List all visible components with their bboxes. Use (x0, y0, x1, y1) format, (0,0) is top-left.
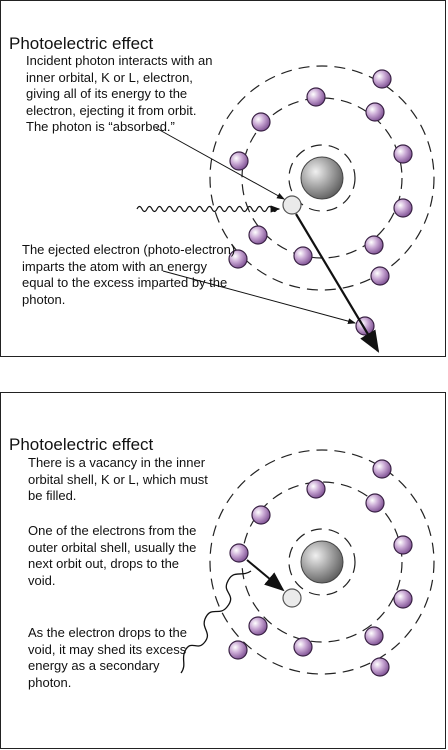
panel-top: Photoelectric effect Incident photon int… (0, 0, 446, 357)
incident-description: Incident photon interacts with an inner … (26, 53, 213, 134)
electron (248, 616, 268, 636)
electron (229, 151, 249, 171)
drop-arrow (246, 559, 285, 592)
electron (364, 235, 384, 255)
ejected-description: The ejected electron (photo-electron) im… (22, 242, 236, 307)
electron (370, 266, 390, 286)
vacancy-electron (282, 588, 302, 608)
electron (370, 657, 390, 677)
l-shell (241, 481, 403, 643)
inner-electron-target (282, 195, 302, 215)
panel-bottom: Photoelectric effect There is a vacancy … (0, 392, 446, 749)
k-shell (288, 144, 356, 212)
electron (365, 493, 385, 513)
electron (372, 459, 392, 479)
electron (251, 112, 271, 132)
leader-line-ejected (162, 270, 356, 325)
k-shell (288, 528, 356, 596)
electron (393, 144, 413, 164)
m-shell (209, 65, 435, 291)
incident-photon-wave (136, 205, 281, 213)
dropping-electron (229, 543, 249, 563)
nucleus (300, 156, 344, 200)
electron (248, 225, 268, 245)
electron (365, 102, 385, 122)
electron (393, 535, 413, 555)
photon-description: As the electron drops to the void, it ma… (28, 625, 187, 690)
electron (228, 249, 248, 269)
ejection-arrow (295, 213, 380, 353)
electron (251, 505, 271, 525)
electron (306, 479, 326, 499)
l-shell (241, 97, 403, 259)
leader-line-incident (155, 127, 285, 200)
atom-diagram-bottom (180, 449, 435, 677)
electron (293, 637, 313, 657)
electron (306, 87, 326, 107)
atom-diagram-top (136, 65, 435, 353)
panel-title: Photoelectric effect (9, 435, 154, 454)
electron (293, 246, 313, 266)
electron (393, 589, 413, 609)
electron (364, 626, 384, 646)
panel-title: Photoelectric effect (9, 34, 154, 53)
vacancy-description: There is a vacancy in the inner orbital … (28, 455, 208, 503)
electron (372, 69, 392, 89)
m-shell (209, 449, 435, 675)
electron (393, 198, 413, 218)
secondary-photon-wave (180, 570, 252, 674)
nucleus (300, 540, 344, 584)
drop-description: One of the electrons from the outer orbi… (28, 523, 197, 588)
electron (228, 640, 248, 660)
